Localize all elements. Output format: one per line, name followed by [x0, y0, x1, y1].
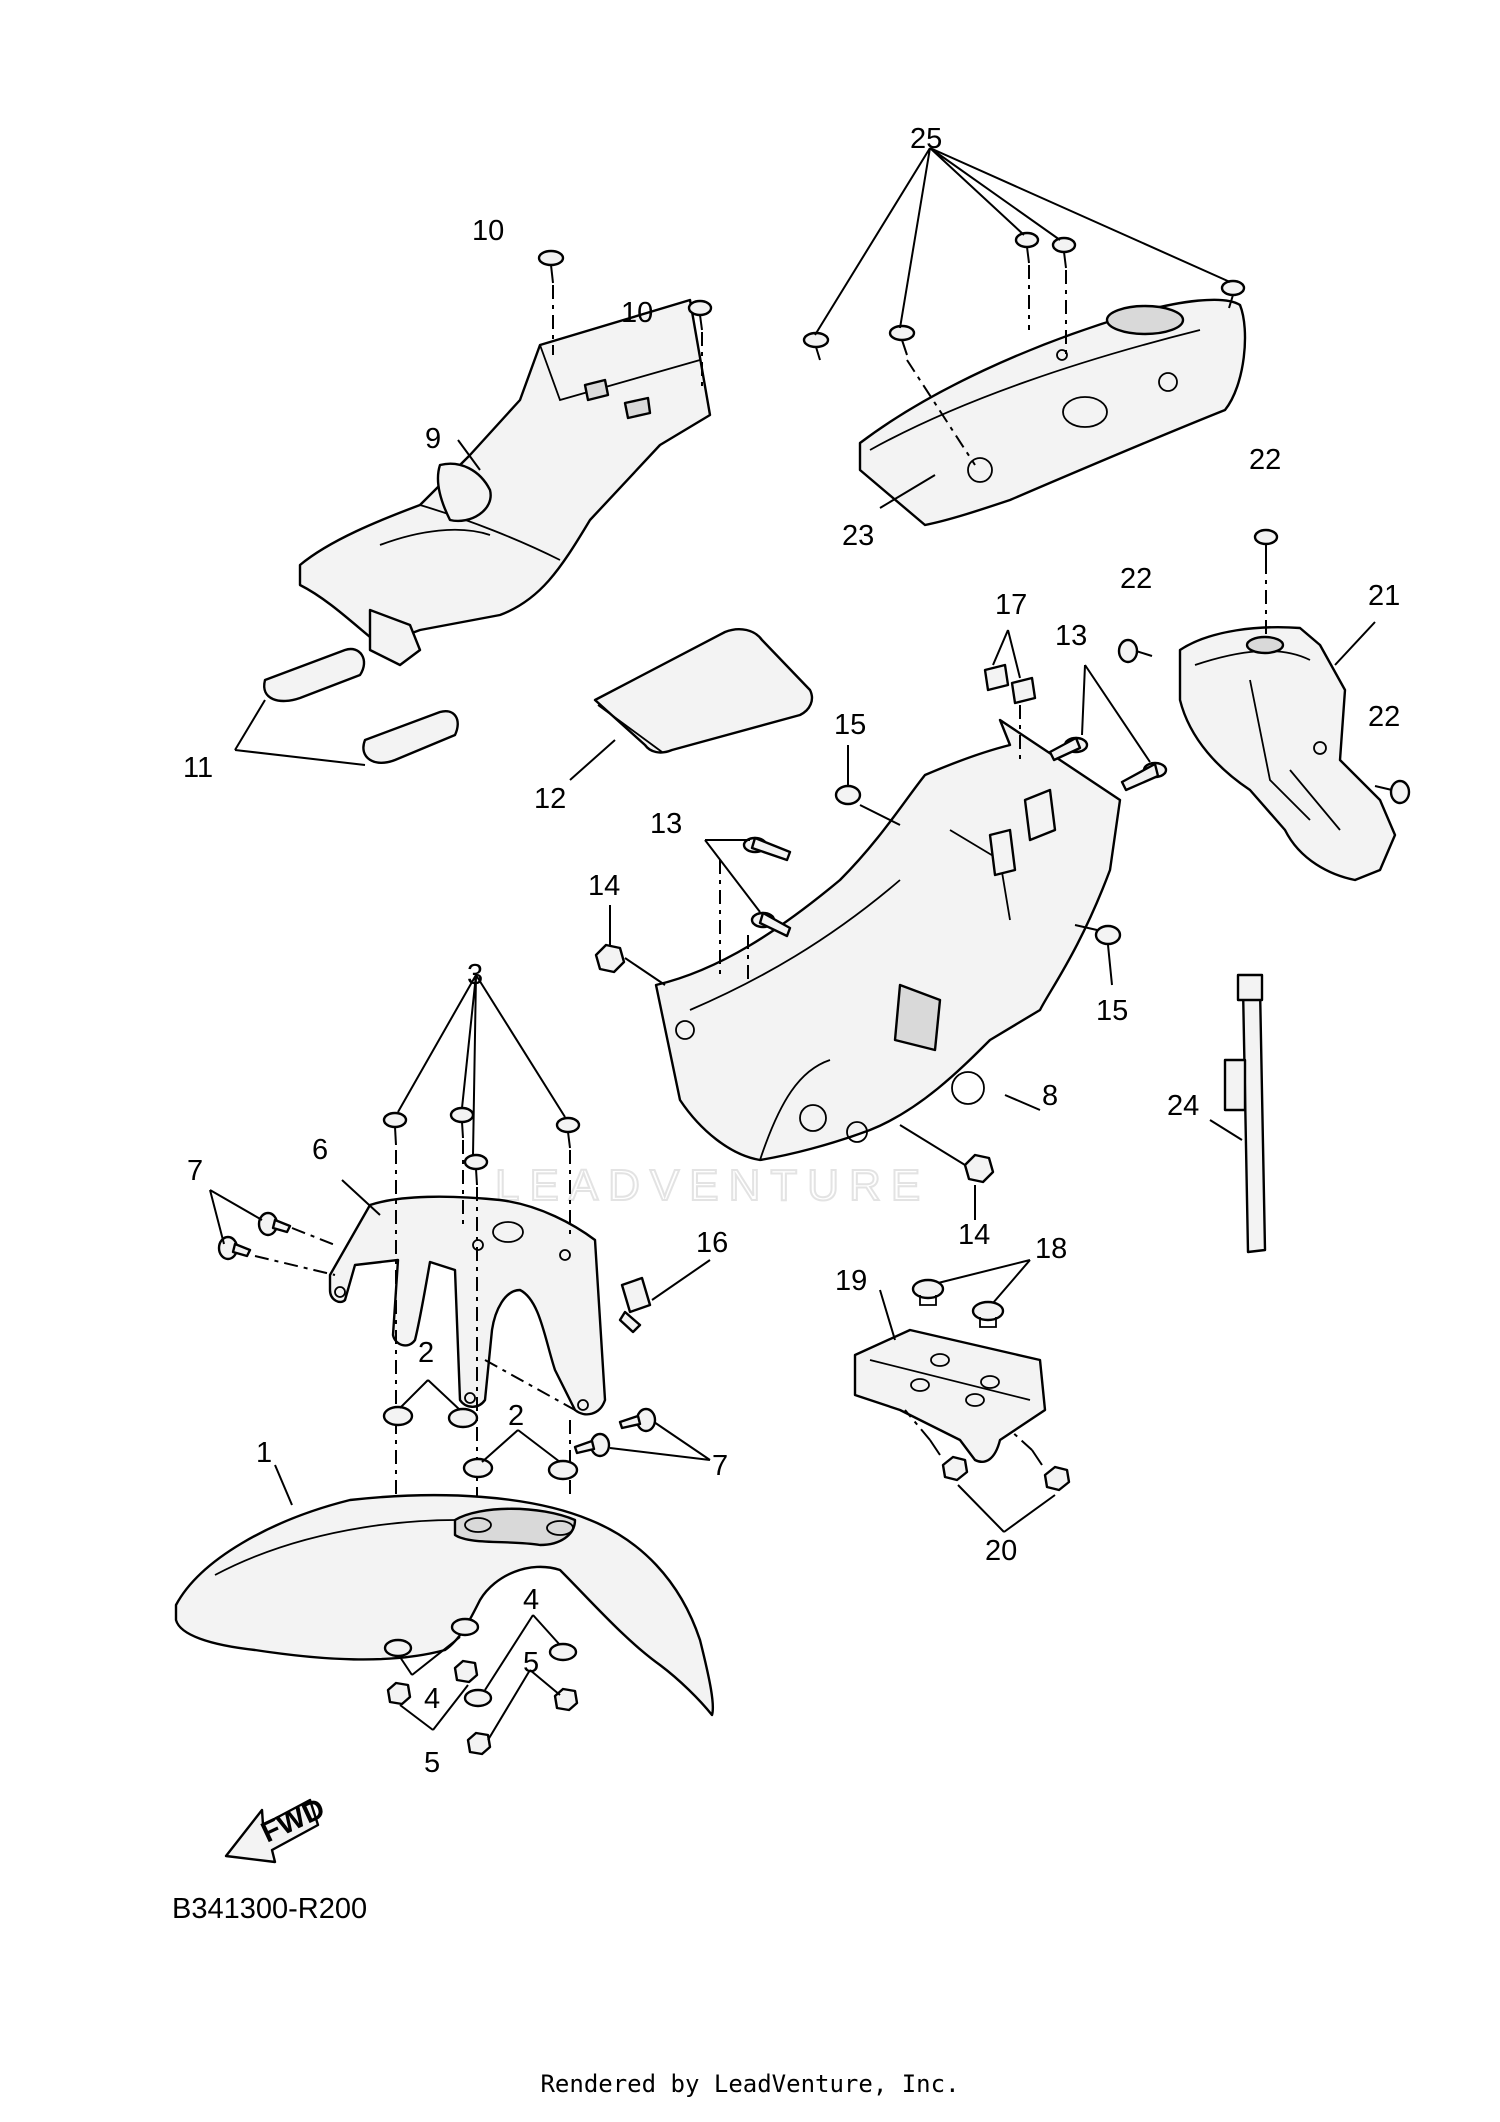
callout-10-right: 10 [621, 297, 653, 329]
seat-bracket-part-9[interactable] [298, 298, 712, 667]
nut-5-d[interactable] [553, 1687, 579, 1712]
washer-4-b[interactable] [450, 1617, 480, 1637]
nut-14-b[interactable] [963, 1153, 995, 1184]
grommet-15-a[interactable] [834, 784, 862, 806]
bolt-10-b[interactable] [687, 299, 713, 331]
callout-22-left: 22 [1120, 563, 1152, 595]
callout-1: 1 [256, 1437, 272, 1469]
cable-tie-part-24[interactable] [1223, 973, 1267, 1254]
callout-24: 24 [1167, 1090, 1199, 1122]
grommet-2-a[interactable] [382, 1405, 414, 1427]
callout-14-upper: 14 [588, 870, 620, 902]
callout-23: 23 [842, 520, 874, 552]
callout-5-right: 5 [523, 1647, 539, 1679]
callout-labels: 1 2 2 3 4 4 5 5 6 7 7 8 9 10 10 11 12 13… [183, 123, 1400, 1779]
bolt-22-b[interactable] [1117, 638, 1153, 664]
callout-5-left: 5 [424, 1747, 440, 1779]
pad-11-upper[interactable] [263, 647, 366, 703]
footer-credit: Rendered by LeadVenture, Inc. [540, 2070, 960, 2098]
callout-4-right: 4 [523, 1584, 539, 1616]
callout-2-lower: 2 [508, 1400, 524, 1432]
forward-direction-arrow: FWD [224, 1792, 330, 1864]
callout-21: 21 [1368, 580, 1400, 612]
bolt-3-c[interactable] [463, 1153, 489, 1186]
nut-5-a[interactable] [386, 1681, 412, 1706]
callout-8: 8 [1042, 1080, 1058, 1112]
bolt-25-b[interactable] [888, 324, 916, 356]
clip-17-a[interactable] [983, 663, 1010, 692]
bolt-20-a[interactable] [929, 1439, 969, 1482]
leadventure-watermark: LEADVENTURE [495, 1161, 930, 1210]
bolt-22-c[interactable] [1374, 779, 1411, 805]
bracket-part-21[interactable] [1178, 625, 1397, 882]
callout-11: 11 [183, 752, 213, 784]
bolt-3-a[interactable] [382, 1111, 408, 1146]
bolt-13-b[interactable] [1120, 761, 1168, 792]
grommet-18-a[interactable] [911, 1278, 945, 1306]
bolt-25-e[interactable] [1220, 279, 1246, 309]
bolt-25-c[interactable] [1014, 231, 1040, 264]
grommet-2-c[interactable] [462, 1457, 494, 1479]
callout-19: 19 [835, 1265, 867, 1297]
grommet-18-b[interactable] [971, 1300, 1005, 1328]
bolt-13-d[interactable] [750, 911, 792, 938]
bolt-7-a[interactable] [257, 1211, 292, 1237]
bolt-25-a[interactable] [802, 331, 830, 361]
callout-4-left: 4 [424, 1683, 440, 1715]
bracket-part-19[interactable] [853, 1328, 1047, 1463]
nut-5-b[interactable] [453, 1659, 479, 1684]
bolt-10-a[interactable] [537, 249, 565, 284]
callout-22-right: 22 [1368, 701, 1400, 733]
under-tray-part-8[interactable] [654, 718, 1122, 1162]
clip-17-b[interactable] [1010, 676, 1037, 705]
nut-14-a[interactable] [594, 943, 626, 974]
diagram-code-label: B341300-R200 [172, 1893, 368, 1925]
bolt-3-b[interactable] [449, 1106, 475, 1139]
rear-cowling-part-23[interactable] [858, 298, 1247, 527]
callout-14-lower: 14 [958, 1219, 990, 1251]
washer-4-a[interactable] [383, 1638, 413, 1658]
front-fender-part-1[interactable] [174, 1493, 715, 1717]
bolt-7-d[interactable] [573, 1432, 611, 1458]
callout-15-lower: 15 [1096, 995, 1128, 1027]
bolt-25-d[interactable] [1051, 236, 1077, 269]
pad-part-12[interactable] [593, 628, 814, 754]
callout-15-upper: 15 [834, 709, 866, 741]
bolt-20-b[interactable] [1031, 1449, 1071, 1492]
callout-25: 25 [910, 123, 942, 155]
bolt-3-d[interactable] [555, 1116, 581, 1149]
callout-20: 20 [985, 1535, 1017, 1567]
callout-22-top: 22 [1249, 444, 1281, 476]
callout-7-right: 7 [712, 1450, 728, 1482]
bolt-13-a[interactable] [1048, 736, 1089, 762]
nut-5-c[interactable] [466, 1731, 492, 1756]
callout-2-upper: 2 [418, 1337, 434, 1369]
callout-13-left: 13 [650, 808, 682, 840]
pad-11-lower[interactable] [362, 710, 459, 764]
fender-stay-part-6[interactable] [328, 1195, 607, 1416]
callout-12: 12 [534, 783, 566, 815]
bolt-7-c[interactable] [618, 1407, 657, 1433]
washer-4-d[interactable] [548, 1642, 578, 1662]
grommet-2-d[interactable] [547, 1459, 579, 1481]
clip-part-16[interactable] [618, 1276, 652, 1334]
grommet-2-b[interactable] [447, 1407, 479, 1429]
callout-7-left: 7 [187, 1155, 203, 1187]
callout-18: 18 [1035, 1233, 1067, 1265]
grommet-15-b[interactable] [1094, 924, 1122, 946]
washer-4-c[interactable] [463, 1688, 493, 1708]
callout-13-right: 13 [1055, 620, 1087, 652]
bolt-13-c[interactable] [742, 836, 792, 862]
callout-16: 16 [696, 1227, 728, 1259]
callout-10-left: 10 [472, 215, 504, 247]
callout-6: 6 [312, 1134, 328, 1166]
callout-9: 9 [425, 423, 441, 455]
fwd-label: FWD [256, 1792, 329, 1849]
callout-17: 17 [995, 589, 1027, 621]
bolt-22-a[interactable] [1253, 528, 1279, 560]
callout-3: 3 [467, 959, 483, 991]
